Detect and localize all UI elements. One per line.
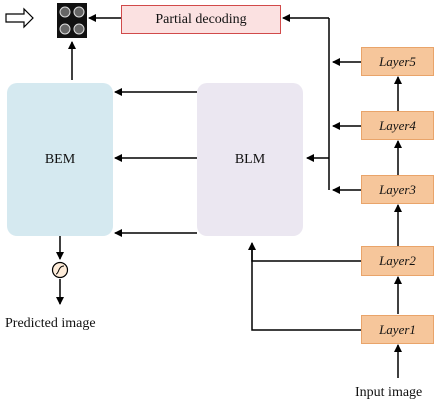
blm-box: BLM	[197, 83, 303, 236]
layer5-label: Layer5	[379, 53, 416, 69]
layer5-box: Layer5	[361, 47, 434, 76]
sigmoid-circle-icon	[51, 261, 69, 279]
layer1-box: Layer1	[361, 315, 434, 344]
blm-label: BLM	[234, 151, 266, 167]
partial-decoding-label: Partial decoding	[155, 11, 247, 27]
outline-right-arrow-icon	[5, 7, 34, 29]
arrow-layer2-to-blm	[248, 242, 361, 262]
layer2-box: Layer2	[361, 246, 434, 276]
partial-decoding-box: Partial decoding	[121, 5, 281, 34]
arrow-layer1-to-blm	[251, 250, 361, 331]
layer4-box: Layer4	[361, 111, 434, 140]
image-grid-icon	[57, 3, 87, 38]
bem-label: BEM	[44, 151, 76, 167]
layer3-label: Layer3	[379, 181, 416, 197]
layer3-box: Layer3	[361, 175, 434, 204]
layer2-label: Layer2	[379, 253, 416, 268]
layer1-label: Layer1	[379, 321, 416, 337]
connectors	[56, 14, 402, 378]
bem-box: BEM	[7, 83, 113, 236]
input-image-label: Input image	[355, 385, 423, 400]
layer4-label: Layer4	[379, 117, 416, 133]
predicted-image-label: Predicted image	[5, 316, 96, 331]
